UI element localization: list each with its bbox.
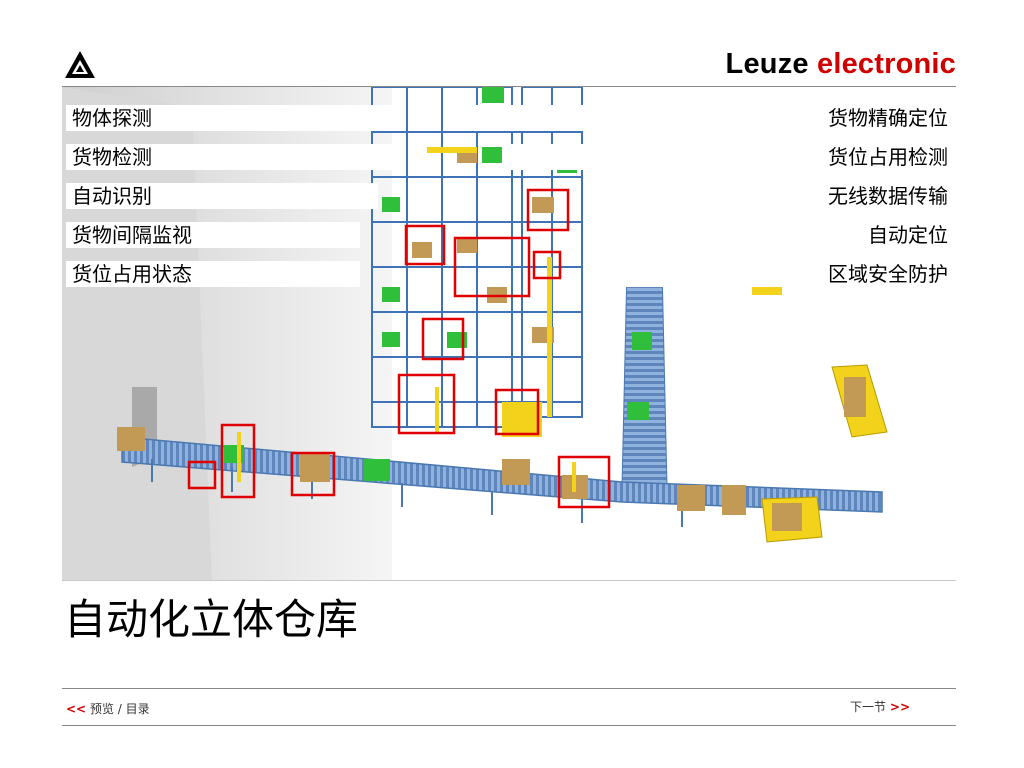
brand-part-2: electronic <box>817 48 956 80</box>
label-auto-identification: 自动识别 <box>66 183 378 209</box>
brand-name: Leuze electronic <box>726 48 956 81</box>
brand-part-1: Leuze <box>725 48 809 80</box>
sensor-frames <box>187 188 611 509</box>
label-slot-occupancy-detection: 货位占用检测 <box>502 144 954 170</box>
label-object-detection: 物体探测 <box>66 105 394 131</box>
prev-arrow-icon: << <box>66 702 87 716</box>
next-arrow-icon: >> <box>889 700 910 714</box>
label-wireless-data: 无线数据传输 <box>626 183 954 209</box>
next-section-label: 下一节 <box>850 700 887 714</box>
label-area-safety: 区域安全防护 <box>626 261 954 287</box>
footer-rule-bottom <box>62 725 956 726</box>
title-rule <box>62 580 956 581</box>
label-slot-occupancy-status: 货位占用状态 <box>66 261 360 287</box>
leuze-triangle-icon <box>65 51 95 78</box>
label-goods-detection: 货物检测 <box>66 144 394 170</box>
footer-rule-top <box>62 688 956 689</box>
page-title: 自动化立体仓库 <box>64 595 359 644</box>
next-section-link[interactable]: 下一节 >> <box>850 698 910 715</box>
label-auto-positioning: 自动定位 <box>626 222 954 248</box>
prev-toc-link[interactable]: << 预览 / 目录 <box>66 700 150 717</box>
prev-toc-label: 预览 / 目录 <box>89 702 150 716</box>
label-gap-monitoring: 货物间隔监视 <box>66 222 360 248</box>
label-precise-positioning: 货物精确定位 <box>444 105 954 131</box>
